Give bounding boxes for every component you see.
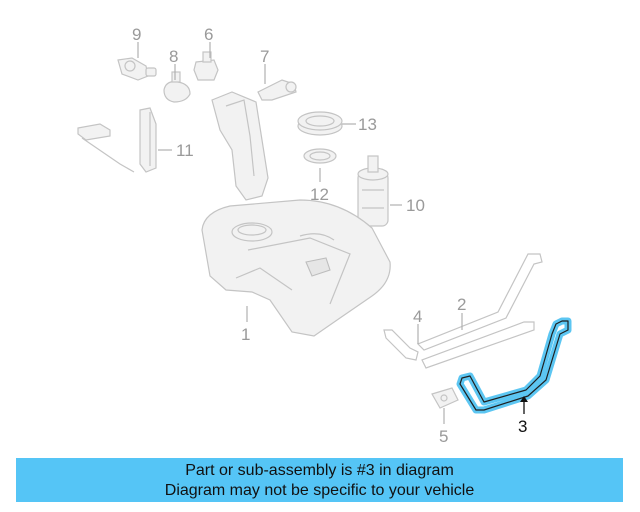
callout-6: 6 <box>204 25 213 44</box>
part-7-hose-fitting <box>257 79 297 101</box>
part-5-clip <box>431 387 459 409</box>
callout-7: 7 <box>260 47 269 66</box>
callout-13: 13 <box>358 115 377 134</box>
callout-4: 4 <box>413 307 422 326</box>
part-2-tank-strap <box>416 253 543 369</box>
info-banner: Part or sub-assembly is #3 in diagram Di… <box>16 458 623 502</box>
banner-line-2: Diagram may not be specific to your vehi… <box>164 482 475 499</box>
callout-9: 9 <box>132 25 141 44</box>
callout-2: 2 <box>457 295 466 314</box>
part-4-bracket <box>383 329 419 361</box>
part-3-tank-strap-highlighted[interactable] <box>456 317 572 414</box>
part-6-valve <box>193 51 219 81</box>
part-10-fuel-pump <box>357 155 389 227</box>
callout-10: 10 <box>406 196 425 215</box>
callout-11: 11 <box>176 141 194 160</box>
part-12-seal <box>303 148 337 164</box>
banner-line-1: Part or sub-assembly is #3 in diagram <box>185 462 454 479</box>
callout-5: 5 <box>439 427 448 446</box>
part-1-fuel-tank <box>201 91 391 337</box>
callout-12: 12 <box>310 185 329 204</box>
callout-3[interactable]: 3 <box>518 417 527 436</box>
callout-leaders <box>137 42 528 424</box>
parts-diagram: 9 8 6 7 13 11 12 10 1 2 4 5 3 <box>77 25 572 446</box>
part-8-sensor <box>163 71 191 103</box>
part-11-sender <box>77 107 157 173</box>
part-13-lock-ring <box>297 111 343 136</box>
callout-8: 8 <box>169 47 178 66</box>
part-9-valve <box>117 57 157 81</box>
callout-1: 1 <box>241 325 250 344</box>
